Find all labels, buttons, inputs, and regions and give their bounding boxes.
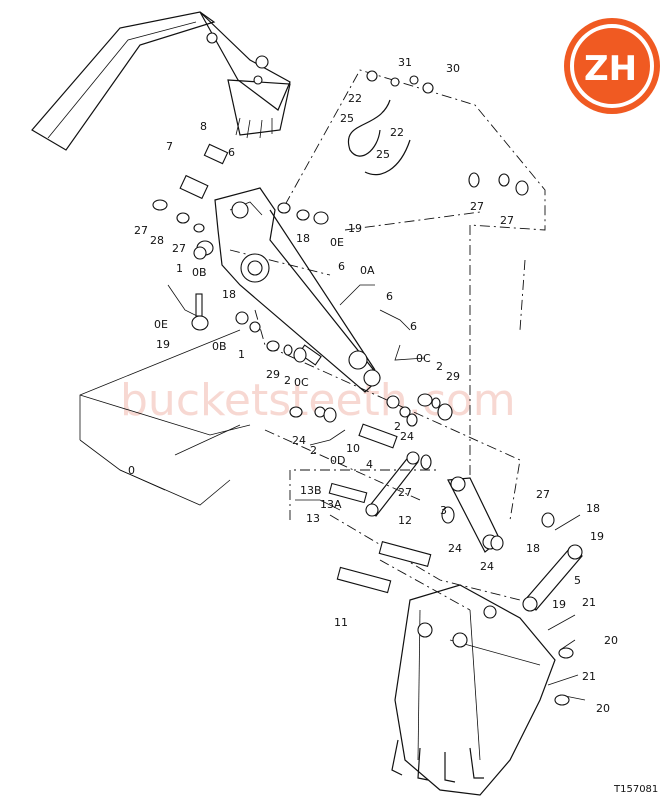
label-0A: 0A	[360, 264, 375, 277]
label-6: 6	[410, 320, 417, 333]
label-6: 6	[386, 290, 393, 303]
label-24: 24	[292, 434, 306, 447]
label-12: 12	[398, 514, 412, 527]
label-8: 8	[200, 120, 207, 133]
label-0D: 0D	[330, 454, 345, 467]
leader-lines	[79, 284, 586, 701]
label-28: 28	[150, 234, 164, 247]
label-24: 24	[480, 560, 494, 573]
label-24: 24	[400, 430, 414, 443]
bucket	[391, 584, 579, 796]
label-18: 18	[222, 288, 236, 301]
guide-lines	[229, 69, 546, 611]
label-2: 2	[436, 360, 443, 373]
label-19: 19	[156, 338, 170, 351]
label-24: 24	[448, 542, 462, 555]
label-18: 18	[296, 232, 310, 245]
label-5: 5	[574, 574, 581, 587]
callout-labels: 31 30 22 25 22 25 8 7 6 27 28 27 0B 1 18…	[128, 56, 618, 715]
label-18: 18	[586, 502, 600, 515]
label-27: 27	[500, 214, 514, 227]
label-19: 19	[348, 222, 362, 235]
label-25: 25	[340, 112, 354, 125]
label-18: 18	[526, 542, 540, 555]
label-21: 21	[582, 596, 596, 609]
label-27: 27	[398, 486, 412, 499]
label-3: 3	[440, 504, 447, 517]
label-30: 30	[446, 62, 460, 75]
pins-and-bushings	[152, 143, 453, 594]
excavator-arm-thumbnail	[31, 11, 291, 151]
hydraulic-hoses	[347, 70, 529, 196]
label-22: 22	[390, 126, 404, 139]
label-10: 10	[346, 442, 360, 455]
label-19: 19	[590, 530, 604, 543]
label-1: 1	[238, 348, 245, 361]
label-1: 1	[176, 262, 183, 275]
label-31: 31	[398, 56, 412, 69]
label-20: 20	[604, 634, 618, 647]
label-29: 29	[446, 370, 460, 383]
label-2: 2	[284, 374, 291, 387]
label-13: 13	[306, 512, 320, 525]
label-29: 29	[266, 368, 280, 381]
label-0E: 0E	[330, 236, 344, 249]
label-25: 25	[376, 148, 390, 161]
label-13B: 13B	[300, 484, 322, 497]
label-27: 27	[134, 224, 148, 237]
label-6: 6	[228, 146, 235, 159]
label-4: 4	[366, 458, 373, 471]
label-7: 7	[166, 140, 173, 153]
label-27: 27	[172, 242, 186, 255]
label-2: 2	[310, 444, 317, 457]
label-19: 19	[552, 598, 566, 611]
label-20: 20	[596, 702, 610, 715]
link-5	[522, 512, 583, 612]
link-arm	[365, 451, 432, 517]
label-6: 6	[338, 260, 345, 273]
label-11: 11	[334, 616, 348, 629]
link-3	[441, 476, 504, 553]
label-2: 2	[394, 420, 401, 433]
label-27: 27	[470, 200, 484, 213]
label-22: 22	[348, 92, 362, 105]
label-21: 21	[582, 670, 596, 683]
brand-logo: ZH	[564, 18, 660, 114]
label-0C: 0C	[416, 352, 431, 365]
label-0: 0	[128, 464, 135, 477]
label-13A: 13A	[320, 498, 342, 511]
label-0B: 0B	[212, 340, 227, 353]
label-0B: 0B	[192, 266, 207, 279]
logo-text: ZH	[584, 49, 637, 89]
label-0C: 0C	[294, 376, 309, 389]
label-0E: 0E	[154, 318, 168, 331]
drawing-number: T157081	[613, 784, 658, 795]
label-27: 27	[536, 488, 550, 501]
